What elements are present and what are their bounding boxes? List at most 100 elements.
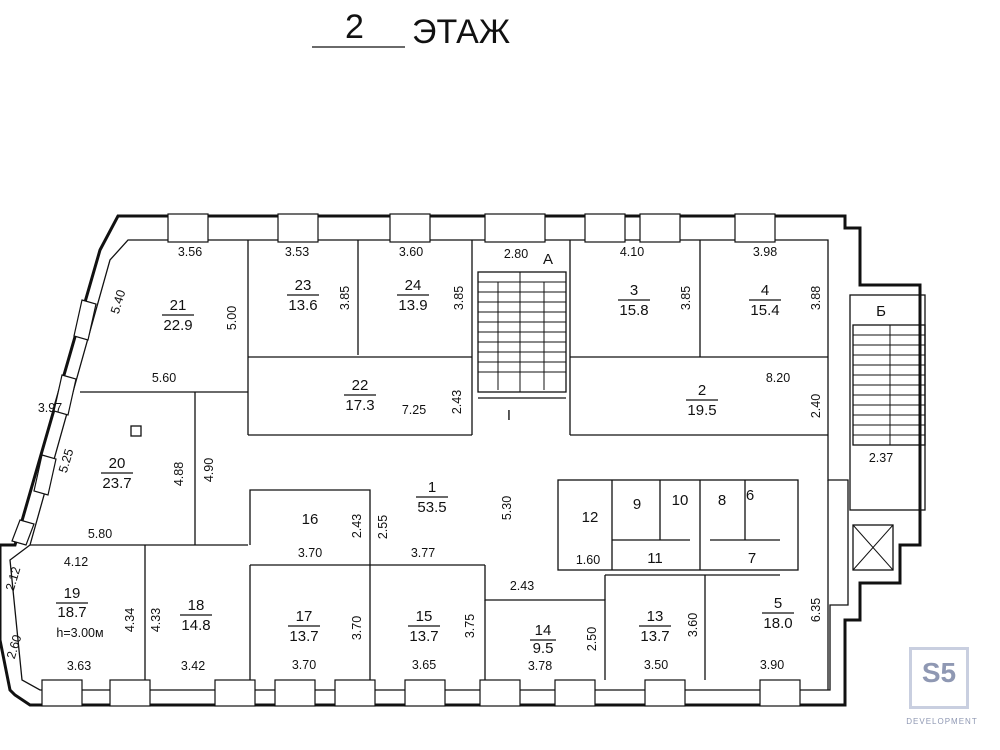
dimension: 7.25 [402,403,426,417]
dimension-labels: 3.56 5.40 5.00 5.60 3.53 3.85 3.60 3.85 … [3,245,893,673]
elevator-shaft [852,524,894,571]
dimension: 3.70 [350,616,364,640]
dimension: 5.30 [500,496,514,520]
dimension: 3.50 [644,658,668,672]
dimension: 3.56 [178,245,202,259]
room-3-label: 3 [630,282,638,299]
room-17-label: 17 [296,608,313,625]
room-21-label: 21 [170,297,187,314]
stair-b-label: Б [876,303,886,320]
interior-walls [30,240,829,690]
room-20-area: 23.7 [102,475,131,492]
dimension: 2.40 [809,394,823,418]
dimension: 4.34 [123,608,137,632]
left-windows [11,299,97,546]
room-22-label: 22 [352,377,369,394]
room-19-label: 19 [64,585,81,602]
outer-wall [0,214,922,707]
dimension: 5.25 [56,447,77,474]
room-19-area: 18.7 [57,604,86,621]
dimension: 6.35 [809,598,823,622]
room-9-label: 9 [633,496,641,513]
dimension: 2.50 [585,627,599,651]
dimension: 2.80 [504,247,528,261]
room-3-area: 15.8 [619,302,648,319]
dimension: 4.12 [64,555,88,569]
room-24-label: 24 [405,277,422,294]
room-23-area: 13.6 [288,297,317,314]
dimension: 3.98 [753,245,777,259]
dimension: 4.90 [202,458,216,482]
dimension: 3.75 [463,614,477,638]
logo-frame [909,647,969,709]
room-19-height: h=3.00м [56,626,103,640]
room-1-area: 53.5 [417,499,446,516]
dimension: 8.20 [766,371,790,385]
stair-b-steps [849,294,926,511]
floor-number: 2 [345,8,364,46]
stair-a-label: А [543,251,553,268]
room-20-label: 20 [109,455,126,472]
bottom-windows [41,679,801,707]
room-15-area: 13.7 [409,628,438,645]
dimension: 3.77 [411,546,435,560]
area-underlines [56,294,794,641]
room-2-label: 2 [698,382,706,399]
dimension: 4.88 [172,462,186,486]
room-16-label: 16 [302,511,319,528]
room-2-area: 19.5 [687,402,716,419]
dimension: 3.42 [181,659,205,673]
room-14-area: 9.5 [533,640,554,657]
stair-a-steps [477,271,567,393]
room-15-label: 15 [416,608,433,625]
dimension: 1.60 [576,553,600,567]
dimension: 2.43 [510,579,534,593]
dimension: 2.60 [4,633,25,660]
room-5-area: 18.0 [763,615,792,632]
top-windows [167,213,776,243]
room-10-label: 10 [672,492,689,509]
room-labels: 21 22.9 23 13.6 24 13.9 3 15.8 4 15.4 22… [56,277,792,657]
dimension: 2.43 [350,514,364,538]
logo-subtitle: DEVELOPMENT [906,717,978,726]
dimension: 3.65 [412,658,436,672]
room-23-label: 23 [295,277,312,294]
dimension: 3.97 [38,401,62,415]
dimension: 4.10 [620,245,644,259]
room-14-label: 14 [535,622,552,639]
dimension: 3.70 [292,658,316,672]
dimension: 4.33 [149,608,163,632]
dimension: 3.85 [679,286,693,310]
dimension: 3.60 [686,613,700,637]
dimension: 3.90 [760,658,784,672]
room-5-label: 5 [774,595,782,612]
room-17-area: 13.7 [289,628,318,645]
room-18-label: 18 [188,597,205,614]
dimension: 2.55 [376,515,390,539]
dimension: 3.53 [285,245,309,259]
floor-title: ЭТАЖ [412,13,510,51]
dimension: 5.60 [152,371,176,385]
room-1-label: 1 [428,479,436,496]
room-22-area: 17.3 [345,397,374,414]
room-6-label: 6 [746,487,754,504]
room-18-area: 14.8 [181,617,210,634]
room-11-label: 11 [647,550,663,567]
dimension: 3.85 [338,286,352,310]
dimension: 5.00 [225,306,239,330]
dimension: 3.88 [809,286,823,310]
dimension: 2.37 [869,451,893,465]
section-mark: I [507,407,511,424]
room-12-label: 12 [582,509,599,526]
dimension: 3.78 [528,659,552,673]
dimension: 3.85 [452,286,466,310]
room-24-area: 13.9 [398,297,427,314]
s5-development-logo: S5 DEVELOPMENT [903,645,981,733]
dimension: 3.63 [67,659,91,673]
room-7-label: 7 [748,550,756,567]
dimension: 3.60 [399,245,423,259]
column-marker [130,425,142,437]
room-21-area: 22.9 [163,317,192,334]
room-13-area: 13.7 [640,628,669,645]
